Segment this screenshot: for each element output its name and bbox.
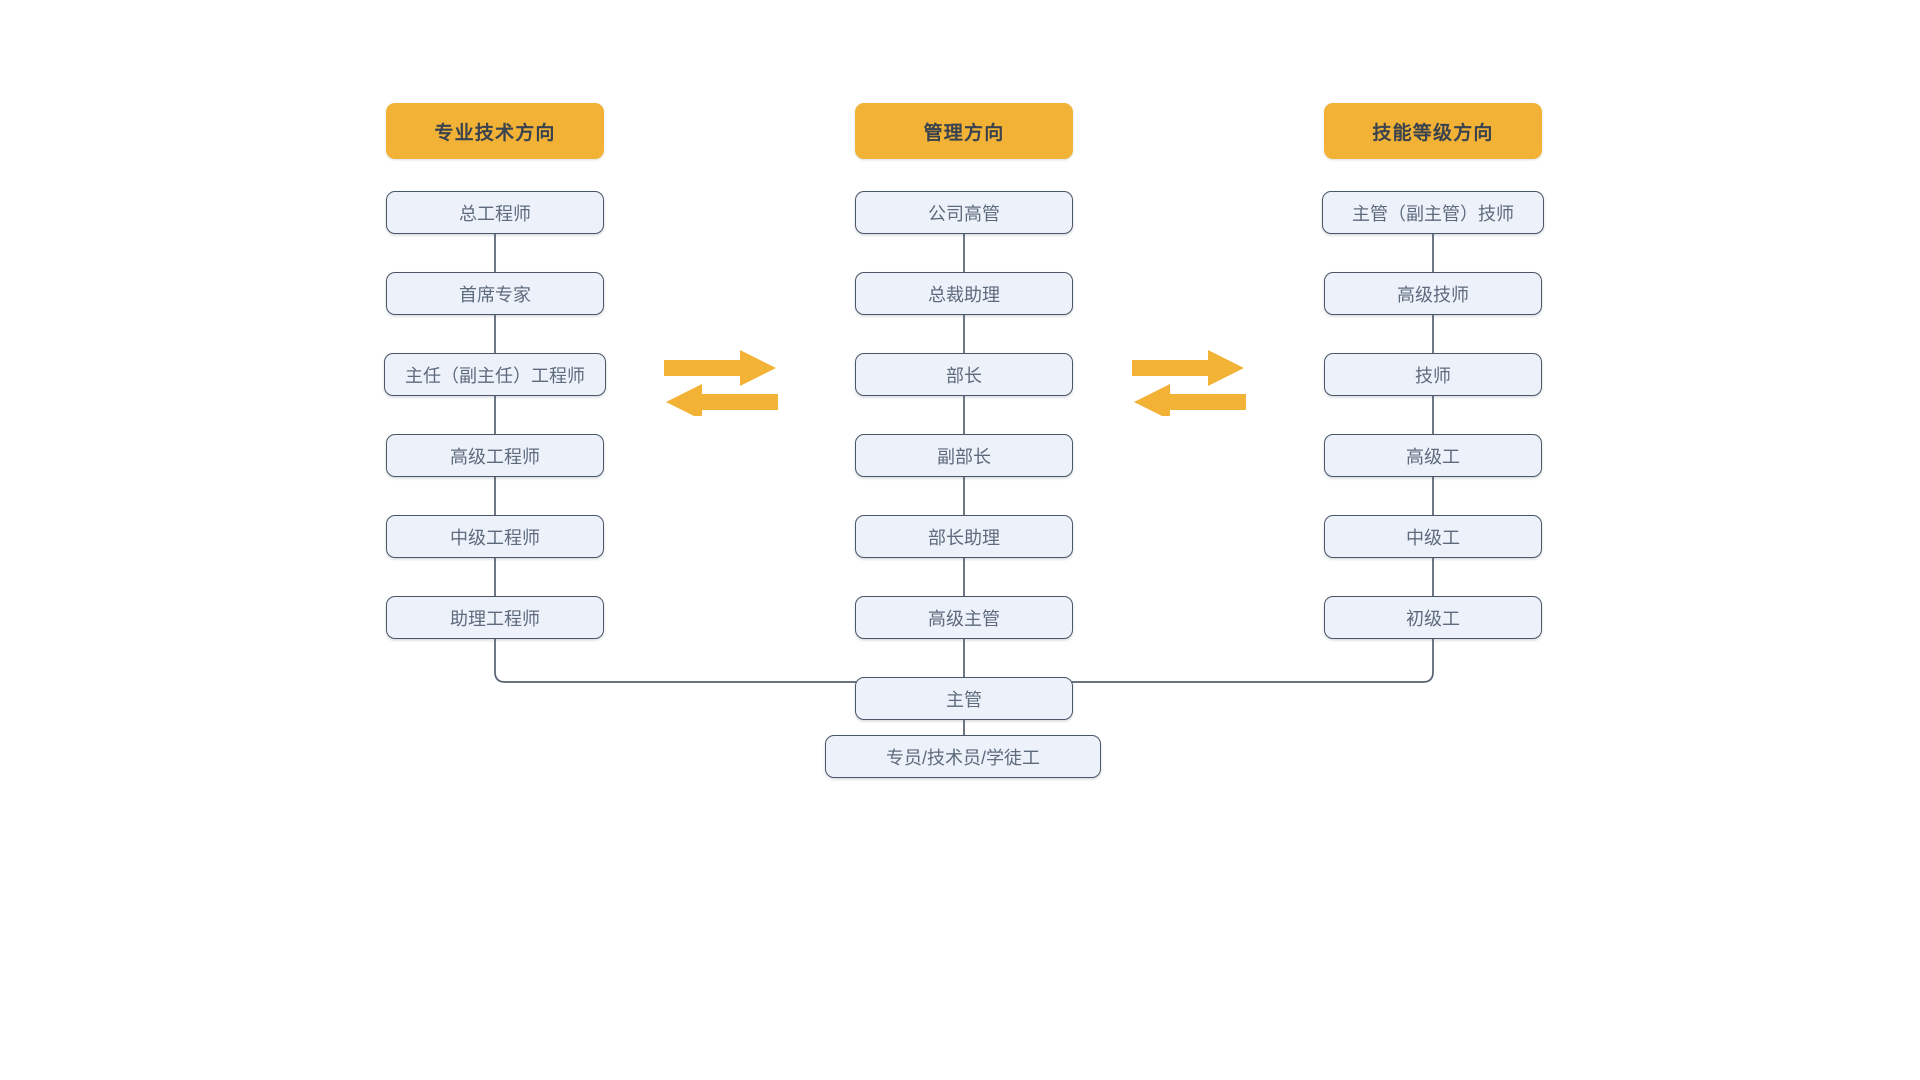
node-skill-0[interactable]: 主管（副主管）技师 [1322,191,1544,234]
node-technical-2[interactable]: 主任（副主任）工程师 [384,353,606,396]
node-technical-0[interactable]: 总工程师 [386,191,604,234]
column-header-technical: 专业技术方向 [386,103,604,159]
column-management: 管理方向 公司高管 总裁助理 部长 副部长 部长助理 高级主管 主管 [855,103,1073,720]
node-technical-1[interactable]: 首席专家 [386,272,604,315]
column-header-skill: 技能等级方向 [1324,103,1542,159]
node-management-1[interactable]: 总裁助理 [855,272,1073,315]
column-skill: 技能等级方向 主管（副主管）技师 高级技师 技师 高级工 中级工 初级工 [1322,103,1544,639]
node-skill-2[interactable]: 技师 [1324,353,1542,396]
node-technical-3[interactable]: 高级工程师 [386,434,604,477]
exchange-arrows-right [1130,348,1248,416]
node-skill-1[interactable]: 高级技师 [1324,272,1542,315]
arrow-left-icon [1134,384,1246,416]
column-nodes-technical: 总工程师 首席专家 主任（副主任）工程师 高级工程师 中级工程师 助理工程师 [384,191,606,639]
node-technical-5[interactable]: 助理工程师 [386,596,604,639]
column-nodes-skill: 主管（副主管）技师 高级技师 技师 高级工 中级工 初级工 [1322,191,1544,639]
exchange-arrows-left [662,348,780,416]
arrow-right-icon [664,350,776,386]
node-skill-3[interactable]: 高级工 [1324,434,1542,477]
node-management-3[interactable]: 副部长 [855,434,1073,477]
column-nodes-management: 公司高管 总裁助理 部长 副部长 部长助理 高级主管 主管 [855,191,1073,720]
node-management-5[interactable]: 高级主管 [855,596,1073,639]
column-technical: 专业技术方向 总工程师 首席专家 主任（副主任）工程师 高级工程师 中级工程师 … [384,103,606,639]
column-header-management: 管理方向 [855,103,1073,159]
node-management-4[interactable]: 部长助理 [855,515,1073,558]
node-management-6[interactable]: 主管 [855,677,1073,720]
diagram-canvas: 专业技术方向 总工程师 首席专家 主任（副主任）工程师 高级工程师 中级工程师 … [180,0,1740,1080]
node-skill-5[interactable]: 初级工 [1324,596,1542,639]
node-skill-4[interactable]: 中级工 [1324,515,1542,558]
arrow-right-icon [1132,350,1244,386]
node-management-0[interactable]: 公司高管 [855,191,1073,234]
node-technical-4[interactable]: 中级工程师 [386,515,604,558]
node-management-2[interactable]: 部长 [855,353,1073,396]
node-terminal-entry-level[interactable]: 专员/技术员/学徒工 [825,735,1101,778]
arrow-left-icon [666,384,778,416]
